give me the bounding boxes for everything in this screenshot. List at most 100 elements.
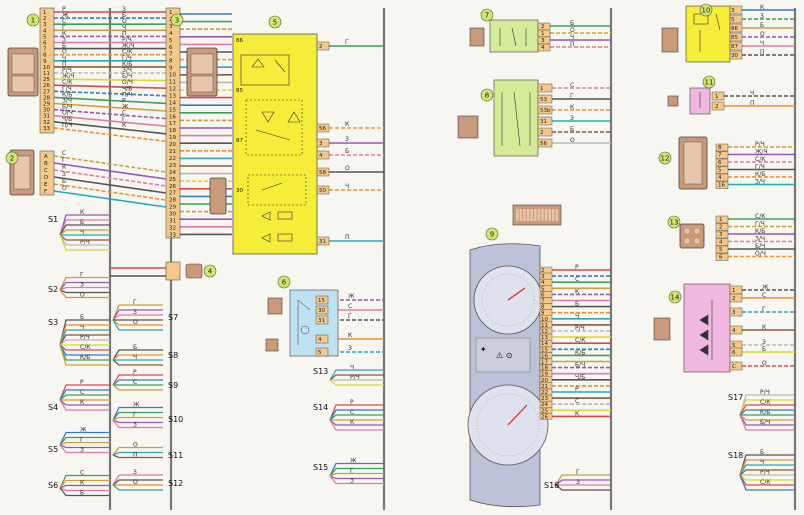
- pin-label: 7: [43, 47, 47, 53]
- wire-code: Ж: [122, 104, 129, 111]
- wire: [112, 359, 163, 366]
- wire: [739, 474, 794, 491]
- pin-label: 3: [719, 232, 723, 238]
- wire: [59, 224, 110, 236]
- pin-label: 3: [169, 24, 173, 30]
- wire: [53, 121, 167, 135]
- wire-code: З/Ч: [62, 98, 72, 105]
- connector-cavity: [516, 209, 519, 221]
- wire-code: С/К: [760, 399, 771, 406]
- pin-label: 87: [731, 44, 738, 50]
- wire-code: Б/Ч: [575, 362, 585, 369]
- pin-label: 25: [541, 408, 548, 414]
- wire-code: Б/Ч: [62, 104, 72, 111]
- splice-label-s7: S7: [168, 313, 178, 322]
- wire-code: З: [762, 339, 766, 346]
- connector-cavity: [544, 209, 548, 221]
- wire: [739, 414, 794, 421]
- wire-code: Г: [345, 39, 349, 46]
- wire-code: С: [350, 409, 354, 416]
- splice-label-s6: S6: [48, 481, 58, 490]
- pin-label: 7: [169, 52, 173, 58]
- wire-code: О/Ч: [122, 79, 133, 86]
- terminal-label: 85: [236, 88, 243, 94]
- component-number-2: 2: [5, 151, 19, 165]
- pin-box: [729, 307, 743, 317]
- wire-code: Р/Ч: [80, 334, 90, 341]
- pin-label: 16: [169, 114, 176, 120]
- pin-label: 24: [541, 402, 548, 408]
- wire: [739, 464, 794, 476]
- wire-code: С/К: [80, 344, 91, 351]
- wire-code: Г/Ч: [62, 85, 72, 92]
- pin-label: 30: [169, 212, 176, 218]
- pin-label: 2: [43, 16, 47, 22]
- wire: [53, 190, 167, 208]
- pin-box: [315, 315, 329, 325]
- pin-label: 15: [169, 107, 176, 113]
- pin-label: 1: [541, 31, 545, 37]
- pin-label: 24: [169, 170, 176, 176]
- pin-label: 33: [43, 126, 50, 132]
- wire: [59, 399, 110, 411]
- pin-box: [537, 43, 551, 52]
- wire-code: Р/Ч: [760, 469, 770, 476]
- wire: [329, 379, 384, 386]
- wire-code: Р/Ч: [62, 67, 72, 74]
- splice-label-s1: S1: [48, 215, 58, 224]
- wire: [112, 419, 163, 429]
- wire: [112, 474, 163, 486]
- pin-box: [315, 347, 329, 357]
- wire: [112, 451, 163, 456]
- pin-label: 9: [169, 66, 173, 72]
- wire-code: Б/Ч: [760, 419, 770, 426]
- connector-cavity: [526, 209, 530, 221]
- wire: [739, 399, 794, 416]
- wire-code: О/Ч: [755, 251, 766, 258]
- svg-text:10: 10: [702, 7, 711, 15]
- pin-label: 22: [541, 390, 548, 396]
- wire-code: Ч: [750, 90, 754, 97]
- splice-label-s9: S9: [168, 381, 178, 390]
- wire-code: Г: [576, 469, 580, 476]
- wire: [112, 309, 163, 321]
- pin-box: [315, 305, 329, 315]
- splice-label-s3: S3: [48, 318, 58, 327]
- wire: [59, 436, 110, 446]
- wire: [59, 281, 110, 291]
- wire-code: З: [348, 345, 352, 352]
- wire: [53, 78, 167, 82]
- wire-code: Б: [570, 20, 574, 27]
- pin-box: [715, 245, 729, 254]
- wire-code: Ч: [350, 364, 354, 371]
- component-number-14: 14: [668, 290, 682, 304]
- pin-label: 19: [541, 372, 548, 378]
- wire: [59, 479, 110, 489]
- wire-code: О: [80, 292, 85, 299]
- component-number-9: 9: [485, 227, 499, 241]
- pin-box: [537, 83, 553, 93]
- pin-box: [537, 94, 553, 104]
- wire-code: О: [570, 137, 575, 144]
- wire: [112, 304, 163, 321]
- pin-label: 32: [43, 120, 50, 126]
- pin-label: 7: [541, 299, 545, 305]
- wire-code: П: [750, 100, 755, 107]
- pin-box: [537, 127, 553, 137]
- component-number-10: 10: [699, 3, 713, 17]
- svg-text:13: 13: [670, 219, 679, 227]
- pin-label: 22: [169, 156, 176, 162]
- wire: [59, 344, 110, 366]
- wire-code: Б: [762, 346, 766, 353]
- wire: [739, 459, 794, 476]
- wire: [329, 409, 384, 421]
- wire-code: З/Ч: [755, 236, 765, 243]
- wire-code: Б: [133, 344, 137, 351]
- pin-label: 4: [732, 328, 736, 334]
- component-number-12: 12: [658, 151, 672, 165]
- wire-code: Ч: [80, 229, 84, 236]
- pin-label: 53: [540, 97, 547, 103]
